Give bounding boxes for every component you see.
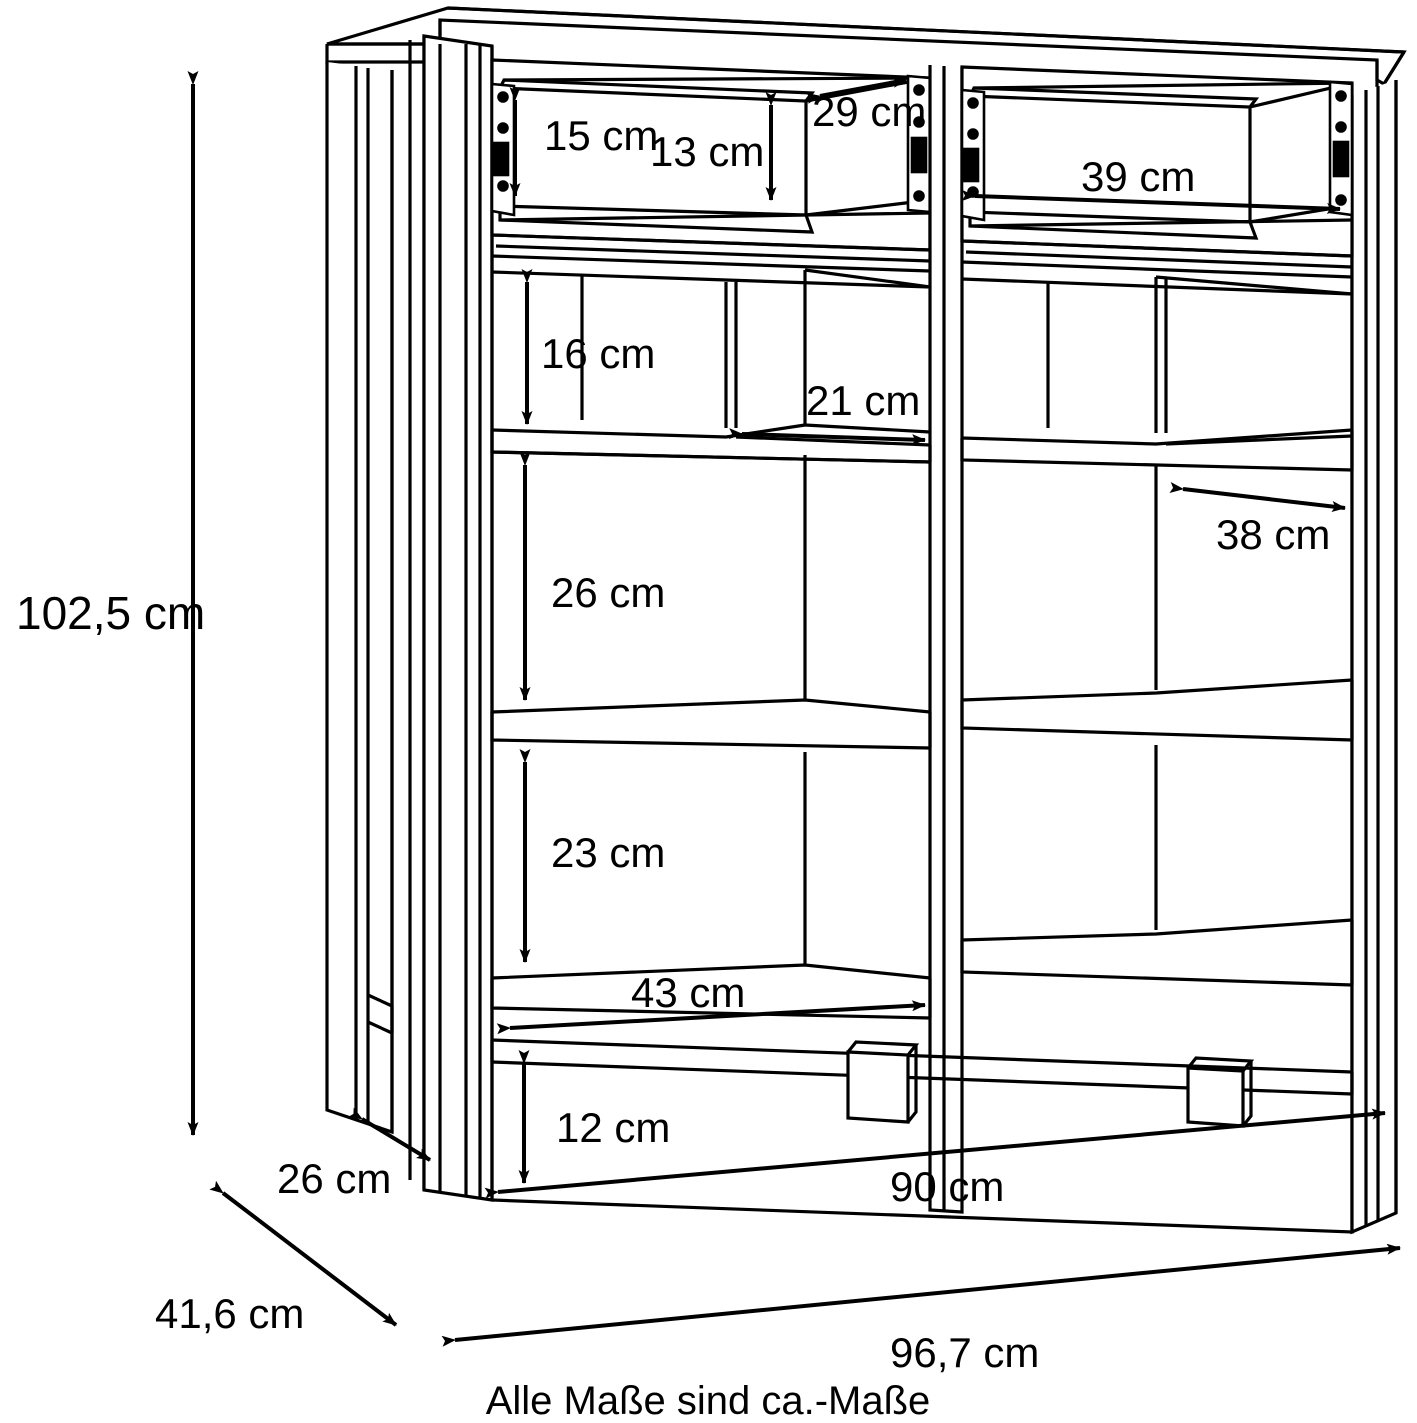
- dimline-drawer-depth: [806, 76, 907, 104]
- front-right-post: [1350, 80, 1398, 1235]
- dimline-overall-depth: [209, 1180, 398, 1327]
- leg-center: [846, 1040, 920, 1124]
- left-drawer-opening: [490, 58, 932, 273]
- caption-approximate-measures: Alle Maße sind ca.-Maße: [486, 1379, 931, 1423]
- cabinet-outline-group: [325, 6, 1407, 1235]
- label-upper-compartment-width: 21 cm: [806, 377, 920, 424]
- label-drawer-height-left: 15 cm: [544, 112, 658, 159]
- left-drawer-slide-hardware: [490, 82, 516, 217]
- label-overall-depth: 41,6 cm: [155, 1290, 304, 1337]
- label-total-height: 102,5 cm: [16, 587, 205, 639]
- dimline-drawer-width: [961, 190, 1341, 215]
- dimline-upper-compartment-width: [728, 428, 926, 446]
- label-body-depth: 26 cm: [277, 1155, 391, 1202]
- right-drawer-slide-hardware-right: [1328, 80, 1354, 217]
- label-drawer-width: 39 cm: [1081, 153, 1195, 200]
- dimline-right-compartment-depth: [1169, 482, 1346, 512]
- label-body-width: 90 cm: [890, 1163, 1004, 1210]
- label-lower-compartment-height: 23 cm: [551, 829, 665, 876]
- front-left-post: [422, 34, 494, 1202]
- dimline-body-depth: [348, 1107, 432, 1162]
- label-upper-compartment-height: 16 cm: [541, 330, 655, 377]
- dimension-lines-group: [187, 71, 1401, 1347]
- label-lower-compartment-width: 43 cm: [631, 969, 745, 1016]
- label-right-compartment-depth: 38 cm: [1216, 511, 1330, 558]
- dimline-lower-compartment-width: [496, 1000, 926, 1035]
- shelf-row-lower: [490, 745, 1354, 1020]
- label-middle-compartment-height: 26 cm: [551, 569, 665, 616]
- dimline-body-width: [484, 1108, 1386, 1199]
- shelf-row-middle: [490, 455, 1354, 750]
- left-side-panel: [325, 36, 426, 1190]
- dimension-labels-group: 102,5 cm 15 cm 13 cm 29 cm 39 cm 16 cm 2…: [16, 88, 1330, 1376]
- dimline-overall-width: [441, 1243, 1401, 1347]
- label-overall-width: 96,7 cm: [890, 1329, 1039, 1376]
- label-leg-height: 12 cm: [556, 1104, 670, 1151]
- right-drawer-slide-hardware: [960, 88, 986, 222]
- label-drawer-height-right: 13 cm: [650, 128, 764, 175]
- center-divider: [928, 65, 964, 1214]
- label-drawer-depth: 29 cm: [812, 88, 926, 135]
- left-drawer-slide-hardware-right: [906, 74, 932, 214]
